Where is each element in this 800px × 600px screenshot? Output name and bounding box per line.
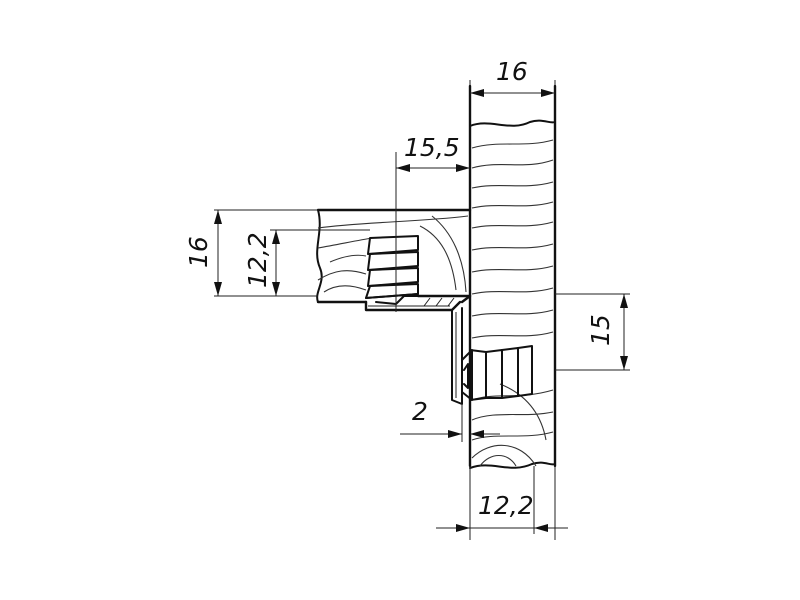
arrow-icon (272, 282, 280, 296)
arrow-icon (620, 356, 628, 370)
arrow-icon (214, 210, 222, 224)
dim-shelf-thickness: 16 (184, 210, 222, 296)
l-bracket (364, 294, 472, 405)
arrow-icon (396, 164, 410, 172)
dim-dowel-inset: 15,5 (396, 133, 470, 172)
dim-dowel-inset-label: 15,5 (404, 133, 460, 162)
arrow-icon (456, 164, 470, 172)
horizontal-shelf (316, 208, 472, 304)
panel-dowel (461, 345, 533, 401)
arrow-icon (470, 89, 484, 97)
dim-bottom-width-label: 12,2 (478, 491, 534, 520)
arrow-icon (456, 524, 470, 532)
arrow-icon (541, 89, 555, 97)
arrow-icon (470, 430, 484, 438)
arrow-icon (620, 294, 628, 308)
dim-bottom-width: 12,2 (436, 466, 568, 534)
arrow-icon (448, 430, 462, 438)
dim-bracket-offset-label: 15 (586, 314, 615, 346)
vertical-panel (468, 84, 557, 469)
dim-shelf-thickness-label: 16 (184, 236, 213, 268)
dim-top-width: 16 (470, 57, 555, 97)
dim-dowel-depth-label: 12,2 (243, 232, 272, 288)
arrow-icon (534, 524, 548, 532)
arrow-icon (272, 230, 280, 244)
arrow-icon (214, 282, 222, 296)
dim-bracket-offset: 15 (586, 294, 628, 370)
shelf-dowel (365, 235, 419, 299)
dim-dowel-depth: 12,2 (243, 230, 280, 296)
dim-plate-thickness: 2 (400, 397, 500, 442)
dim-top-width-label: 16 (496, 57, 528, 86)
dim-plate-thickness-label: 2 (412, 397, 428, 426)
